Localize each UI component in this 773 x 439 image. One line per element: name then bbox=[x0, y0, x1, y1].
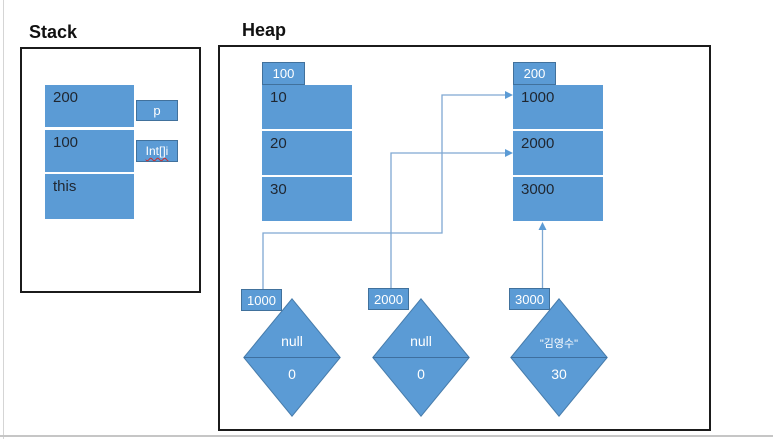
heap-object-3000: "김영수" 30 bbox=[510, 298, 608, 417]
stack-var-tag-p: p bbox=[136, 100, 178, 121]
array-100-address-badge: 100 bbox=[262, 62, 305, 85]
stack-frame-value-100: 100 bbox=[45, 130, 134, 172]
array-200-cell-2: 3000 bbox=[513, 177, 603, 221]
array-100-cell-0: 10 bbox=[262, 85, 352, 129]
stack-title: Stack bbox=[29, 22, 78, 42]
object-1000-address-badge: 1000 bbox=[241, 289, 282, 311]
array-200-cell-1: 2000 bbox=[513, 131, 603, 175]
object-1000-field-top: null bbox=[281, 333, 303, 349]
object-3000-address-badge: 3000 bbox=[509, 288, 550, 310]
array-100-cell-2: 30 bbox=[262, 177, 352, 221]
stack-frame-value-200: 200 bbox=[45, 85, 134, 127]
object-2000-address-badge: 2000 bbox=[368, 288, 409, 310]
object-1000-field-bottom: 0 bbox=[288, 366, 296, 382]
array-200-cell-0: 1000 bbox=[513, 85, 603, 129]
array-100-cell-1: 20 bbox=[262, 131, 352, 175]
object-2000-field-bottom: 0 bbox=[417, 366, 425, 382]
slide-edge-bottom-line bbox=[0, 435, 773, 437]
diamond-shape-icon bbox=[372, 298, 470, 417]
heap-object-2000: null 0 bbox=[372, 298, 470, 417]
diamond-shape-icon bbox=[510, 298, 608, 417]
array-200-address-badge: 200 bbox=[513, 62, 556, 85]
slide-edge-left-line bbox=[3, 0, 4, 439]
heap-title: Heap bbox=[242, 20, 287, 40]
object-3000-field-bottom: 30 bbox=[551, 366, 567, 382]
heap-object-1000: null 0 bbox=[243, 298, 341, 417]
object-2000-field-top: null bbox=[410, 333, 432, 349]
diamond-shape-icon bbox=[243, 298, 341, 417]
stack-frame-value-this: this bbox=[45, 174, 134, 219]
stack-var-tag-int-array-i: Int[]i bbox=[136, 140, 178, 162]
object-3000-field-top: "김영수" bbox=[539, 338, 579, 350]
